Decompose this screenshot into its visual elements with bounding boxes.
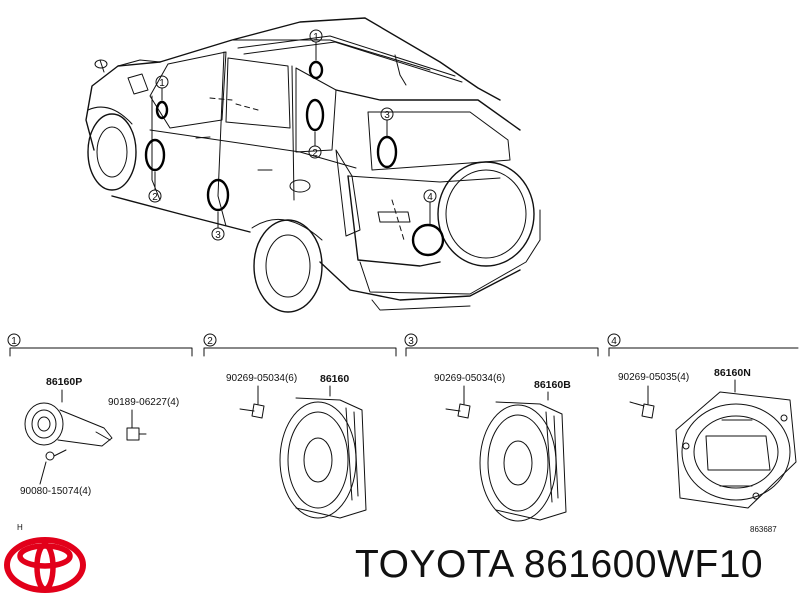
speaker-location-marks <box>144 60 445 257</box>
section-brackets <box>7 333 799 357</box>
car-callout-labels: 1 1 2 2 3 3 4 <box>152 32 433 241</box>
footer-caption: TOYOTA 861600WF10 <box>355 543 764 586</box>
callout-label: 2 <box>312 148 318 159</box>
section-number: 1 <box>11 336 17 347</box>
part-number-main: 86160B <box>534 379 571 391</box>
car-callouts <box>148 29 437 241</box>
location-mark-front-door-2 <box>144 138 166 172</box>
tweeter-drawing <box>24 389 147 485</box>
part-number-main: 86160P <box>46 376 82 388</box>
location-mark-quarter-2 <box>305 98 325 132</box>
section-1-tweeter: 86160P 90189-06227(4) 90080-15074(4) <box>20 376 179 497</box>
callout-label: 1 <box>313 32 319 43</box>
part-number-clip: 90269-05034(6) <box>434 373 505 384</box>
section-number: 4 <box>611 336 617 347</box>
callout-label: 1 <box>159 78 165 89</box>
callout-label: 4 <box>427 192 433 203</box>
section-number: 3 <box>408 336 414 347</box>
car-rear-three-quarter-view <box>85 17 541 313</box>
location-mark-rear-3 <box>376 135 398 169</box>
callout-label: 3 <box>384 110 390 121</box>
part-number-main: 86160N <box>714 367 751 379</box>
part-number-clip: 90269-05035(4) <box>618 372 689 383</box>
section-2-speaker: 86160 90269-05034(6) <box>226 373 367 519</box>
speaker-drawing-3 <box>445 385 567 522</box>
location-mark-roof-1 <box>308 60 324 80</box>
section-4-speaker: 86160N 90269-05035(4) <box>618 367 797 509</box>
part-number-screw: 90189-06227(4) <box>108 397 179 408</box>
section-3-speaker: 86160B 90269-05034(6) <box>434 373 571 522</box>
speaker-drawing-4 <box>629 379 797 509</box>
sheet-marker: H <box>17 523 23 532</box>
part-number-main: 86160 <box>320 373 349 385</box>
section-number: 2 <box>207 336 213 347</box>
location-mark-rear-door-3 <box>206 178 230 212</box>
callout-label: 2 <box>152 192 158 203</box>
callout-label: 3 <box>215 230 221 241</box>
location-mark-front-door-1 <box>155 100 169 120</box>
speaker-drawing-2 <box>239 385 367 519</box>
drawing-number: 863687 <box>750 525 777 534</box>
location-mark-tailgate-4 <box>411 223 445 257</box>
toyota-logo-icon <box>4 537 86 593</box>
part-number-screw: 90080-15074(4) <box>20 486 91 497</box>
part-number-clip: 90269-05034(6) <box>226 373 297 384</box>
section-numbers: 1 2 3 4 <box>11 336 617 347</box>
